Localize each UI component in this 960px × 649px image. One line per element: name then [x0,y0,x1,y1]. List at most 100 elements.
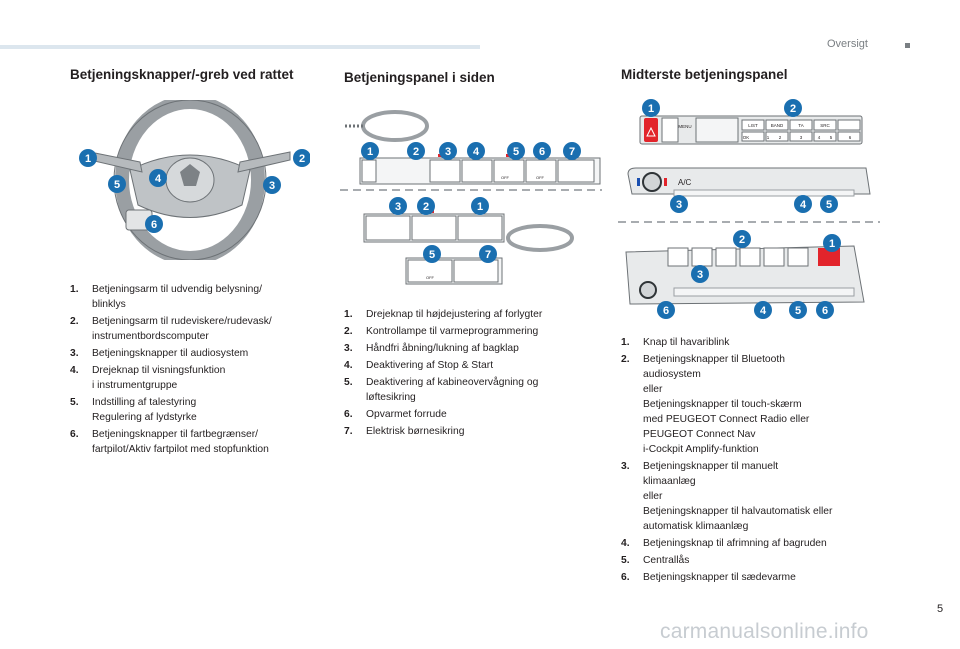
side-badge-7b: 7 [479,245,497,263]
svg-text:6: 6 [663,305,669,317]
list-item: 6.Opvarmet forrude [344,409,447,420]
watermark: carmanualsonline.info [660,620,869,643]
center-badge-4b: 4 [754,301,772,319]
center-badge-1: 1 [642,99,660,117]
list-item: 2.Betjeningsarm til rudeviskere/rudevask… [70,316,272,342]
list-item: 3.Betjeningsknapper til audiosystem [70,348,249,359]
svg-text:MENU: MENU [678,124,691,129]
svg-text:2: 2 [790,103,796,115]
svg-text:LIST: LIST [748,123,758,128]
page-number: 5 [937,603,944,615]
list-item: 6.Betjeningsknapper til fartbegrænser/ f… [70,429,269,455]
side-badge-7: 7 [563,142,581,160]
list-item: 3.Betjeningsknapper til manuelt klimaanl… [621,461,833,532]
list-item: 2.Betjeningsknapper til Bluetooth audios… [621,354,810,455]
section-title-steering: Betjeningsknapper/-greb ved rattet [70,67,294,82]
center-badge-2: 2 [784,99,802,117]
center-badge-4: 4 [794,195,812,213]
svg-text:TA: TA [798,123,803,128]
svg-text:1: 1 [767,135,770,140]
svg-text:5: 5 [513,146,519,158]
svg-text:4: 4 [473,146,480,158]
side-badge-2b: 2 [417,197,435,215]
side-badge-5: 5 [507,142,525,160]
center-badge-6b: 6 [816,301,834,319]
side-badge-1: 1 [361,142,379,160]
side-badge-3: 3 [439,142,457,160]
svg-text:5: 5 [429,249,435,261]
svg-text:5: 5 [114,179,120,191]
side-badge-1b: 1 [471,197,489,215]
svg-text:5: 5 [826,199,832,211]
badge-3: 3 [263,176,281,194]
center-panel-list: 1.Knap til havariblink 2.Betjeningsknapp… [621,335,891,587]
svg-text:3: 3 [269,180,275,192]
svg-text:1: 1 [367,146,373,158]
svg-text:4: 4 [800,199,807,211]
header-marker [905,43,910,48]
list-item: 4.Betjeningsknap til afrimning af bagrud… [621,538,827,549]
badge-1: 1 [79,149,97,167]
side-badge-3b: 3 [389,197,407,215]
svg-text:4: 4 [818,135,821,140]
svg-text:6: 6 [151,219,157,231]
svg-text:2: 2 [779,135,782,140]
side-badge-2: 2 [407,142,425,160]
svg-text:7: 7 [485,249,491,261]
svg-text:2: 2 [739,234,745,246]
page-header-title: Oversigt [827,38,868,50]
center-badge-2b: 2 [733,230,751,248]
svg-text:3: 3 [697,269,703,281]
svg-text:7: 7 [569,146,575,158]
svg-text:BAND: BAND [771,123,784,128]
svg-text:1: 1 [477,201,483,213]
svg-text:6: 6 [849,135,852,140]
badge-4: 4 [149,169,167,187]
svg-text:2: 2 [299,153,305,165]
svg-text:5: 5 [795,305,801,317]
svg-text:SRC: SRC [820,123,830,128]
list-item: 5.Deaktivering af kabineovervågning og l… [344,377,539,403]
center-panel-illustration: MENU LIST BAND TA SRC OK 1 2 3 4 5 6 A/C… [618,99,880,319]
svg-text:4: 4 [155,173,162,185]
list-item: 3.Håndfri åbning/lukning af bagklap [344,343,519,354]
svg-text:1: 1 [648,103,654,115]
badge-6: 6 [145,215,163,233]
center-badge-5: 5 [820,195,838,213]
svg-text:3: 3 [395,201,401,213]
steering-wheel-illustration: 1 2 3 4 5 6 [79,100,310,260]
side-panel-illustration: OFF OFF OFF 1 2 3 4 5 6 7 3 2 1 5 7 [340,110,602,285]
list-item: 7.Elektrisk børnesikring [344,426,465,437]
list-item: 6.Betjeningsknapper til sædevarme [621,572,796,583]
svg-text:A/C: A/C [678,178,692,187]
center-badge-3b: 3 [691,265,709,283]
svg-text:5: 5 [830,135,833,140]
badge-2: 2 [293,149,310,167]
section-title-center-panel: Midterste betjeningspanel [621,67,788,82]
center-badge-3: 3 [670,195,688,213]
svg-text:OK: OK [743,135,750,140]
center-badge-1b: 1 [823,234,841,252]
svg-text:3: 3 [676,199,682,211]
side-badge-4: 4 [467,142,485,160]
svg-text:6: 6 [539,146,545,158]
side-panel-list: 1.Drejeknap til højdejustering af forlyg… [344,307,604,441]
svg-text:OFF: OFF [426,275,435,280]
list-item: 5.Indstilling af talestyring Regulering … [70,397,197,423]
svg-text:1: 1 [85,153,91,165]
list-item: 1.Drejeknap til højdejustering af forlyg… [344,309,543,320]
svg-text:3: 3 [445,146,451,158]
header-bar [0,45,480,49]
steering-controls-list: 1.Betjeningsarm til udvendig belysning/ … [70,282,330,459]
side-badge-5b: 5 [423,245,441,263]
svg-text:6: 6 [822,305,828,317]
side-badge-6: 6 [533,142,551,160]
badge-5: 5 [108,175,126,193]
list-item: 4.Deaktivering af Stop & Start [344,360,494,371]
svg-text:4: 4 [760,305,767,317]
svg-text:2: 2 [423,201,429,213]
center-badge-5b: 5 [789,301,807,319]
svg-text:1: 1 [829,238,835,250]
svg-text:OFF: OFF [501,175,510,180]
list-item: 4.Drejeknap til visningsfunktion i instr… [70,365,226,391]
